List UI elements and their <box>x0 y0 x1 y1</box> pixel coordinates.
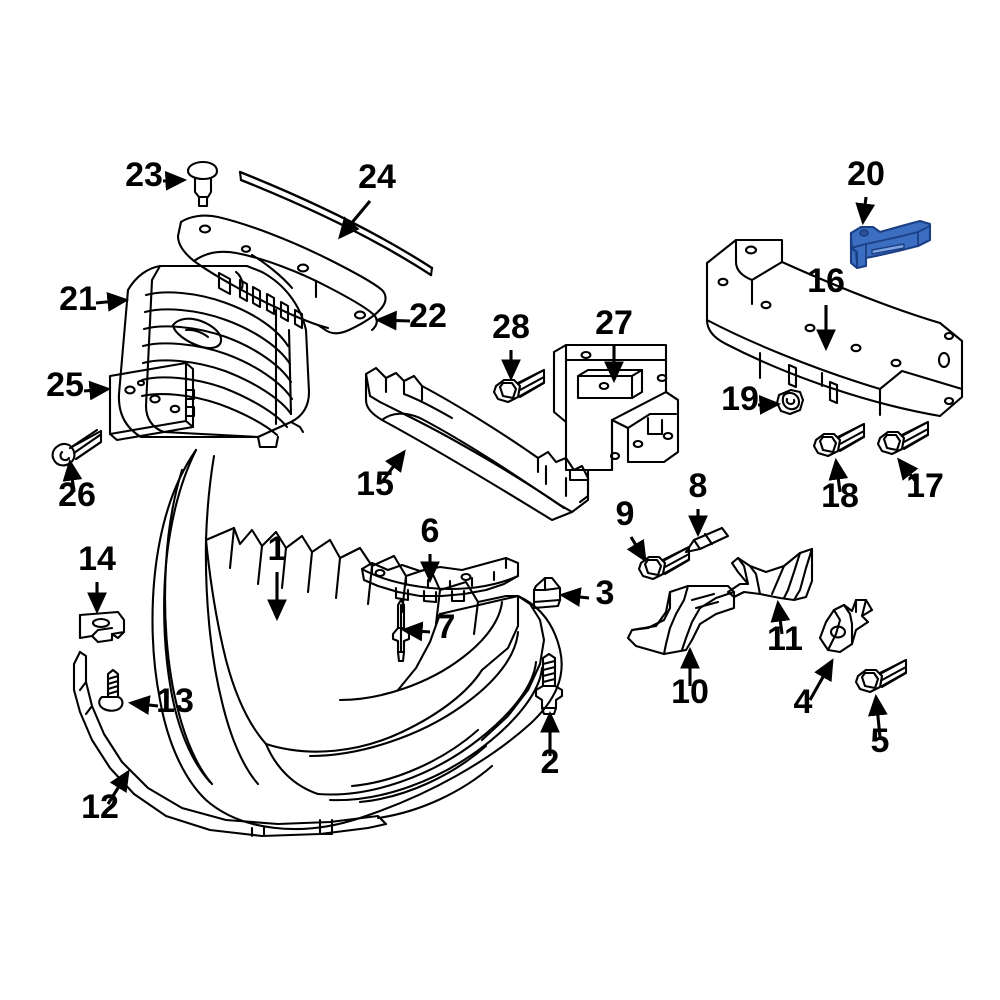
callout-number-5[interactable]: 5 <box>871 722 890 760</box>
callout-number-6[interactable]: 6 <box>421 512 440 550</box>
part-front-bumper-cover <box>151 448 563 831</box>
callout-number-12[interactable]: 12 <box>81 788 119 826</box>
callout-number-28[interactable]: 28 <box>492 308 530 346</box>
callout-number-20[interactable]: 20 <box>847 155 885 193</box>
callout-number-10[interactable]: 10 <box>671 673 709 711</box>
leader-arrow-23 <box>162 170 188 191</box>
callout-number-2[interactable]: 2 <box>541 743 560 781</box>
part-flange-nut <box>775 388 805 416</box>
leader-arrow-25 <box>83 380 112 401</box>
part-air-duct-deflector-lower <box>626 584 736 656</box>
leader-arrow-12 <box>106 769 130 805</box>
part-bumper-reinforcement-bar <box>705 238 964 418</box>
leader-arrow-3 <box>558 587 590 607</box>
part-side-bracket-bolt <box>854 658 908 694</box>
callout-number-9[interactable]: 9 <box>616 495 635 533</box>
callout-number-17[interactable]: 17 <box>906 467 944 505</box>
part-license-bracket-screw <box>51 428 103 467</box>
part-reinforcement-bolt-left <box>812 422 866 458</box>
part-reinforcement-bolt-right <box>876 420 930 456</box>
part-bumper-side-bracket-highlighted <box>849 219 932 270</box>
part-side-bracket-mount <box>818 598 874 654</box>
callout-number-24[interactable]: 24 <box>358 158 396 196</box>
part-hood-front-seal <box>238 170 434 277</box>
callout-number-16[interactable]: 16 <box>807 262 845 300</box>
callout-number-1[interactable]: 1 <box>268 530 287 568</box>
part-valance-screw <box>98 668 124 712</box>
part-lower-valance-molding <box>72 650 388 838</box>
leader-arrow-13 <box>127 695 159 715</box>
callout-number-22[interactable]: 22 <box>409 297 447 335</box>
callout-number-21[interactable]: 21 <box>59 280 97 318</box>
callout-number-14[interactable]: 14 <box>78 540 116 578</box>
leader-arrow-4 <box>808 658 834 701</box>
part-license-bracket-clip <box>684 526 730 554</box>
part-side-bracket-screw <box>637 545 691 581</box>
leader-arrow-20 <box>855 196 876 226</box>
part-air-duct-deflector-upper <box>726 547 814 602</box>
callout-number-8[interactable]: 8 <box>689 467 708 505</box>
part-radiator-grille <box>117 264 311 449</box>
callout-number-18[interactable]: 18 <box>821 477 859 515</box>
callout-number-23[interactable]: 23 <box>125 156 163 194</box>
callout-number-13[interactable]: 13 <box>156 682 194 720</box>
callout-number-27[interactable]: 27 <box>595 304 633 342</box>
callout-number-11[interactable]: 11 <box>767 620 803 658</box>
leader-arrow-15 <box>380 449 406 483</box>
part-crash-box-absorber <box>552 343 680 482</box>
part-bumper-cover-u-nut <box>78 610 126 644</box>
callout-number-15[interactable]: 15 <box>356 465 394 503</box>
leader-arrow-7 <box>400 621 431 642</box>
leader-arrow-9 <box>626 536 647 563</box>
leader-arrow-26 <box>62 458 83 493</box>
part-bumper-energy-absorber <box>364 366 590 522</box>
part-grille-upper-cover <box>176 214 387 335</box>
leader-arrow-5 <box>867 693 888 738</box>
part-crash-box-bolt <box>492 368 546 404</box>
leader-arrow-11 <box>770 599 791 635</box>
callout-number-26[interactable]: 26 <box>58 476 96 514</box>
callout-number-3[interactable]: 3 <box>596 574 615 612</box>
callout-arrows <box>62 170 919 805</box>
leader-arrow-21 <box>95 291 130 312</box>
leader-arrow-22 <box>374 310 411 331</box>
part-license-plate-bracket <box>108 361 196 442</box>
part-bumper-cover-retainer-clip <box>532 576 562 610</box>
part-grille-retainer-clip <box>186 160 219 208</box>
leader-arrow-18 <box>828 457 849 493</box>
leader-arrow-19 <box>757 395 782 415</box>
leader-arrow-17 <box>897 457 919 484</box>
leader-arrow-24 <box>338 200 372 240</box>
callout-number-19[interactable]: 19 <box>721 380 759 418</box>
callout-number-4[interactable]: 4 <box>794 683 813 721</box>
callout-number-7[interactable]: 7 <box>437 608 456 646</box>
callout-number-25[interactable]: 25 <box>46 366 84 404</box>
